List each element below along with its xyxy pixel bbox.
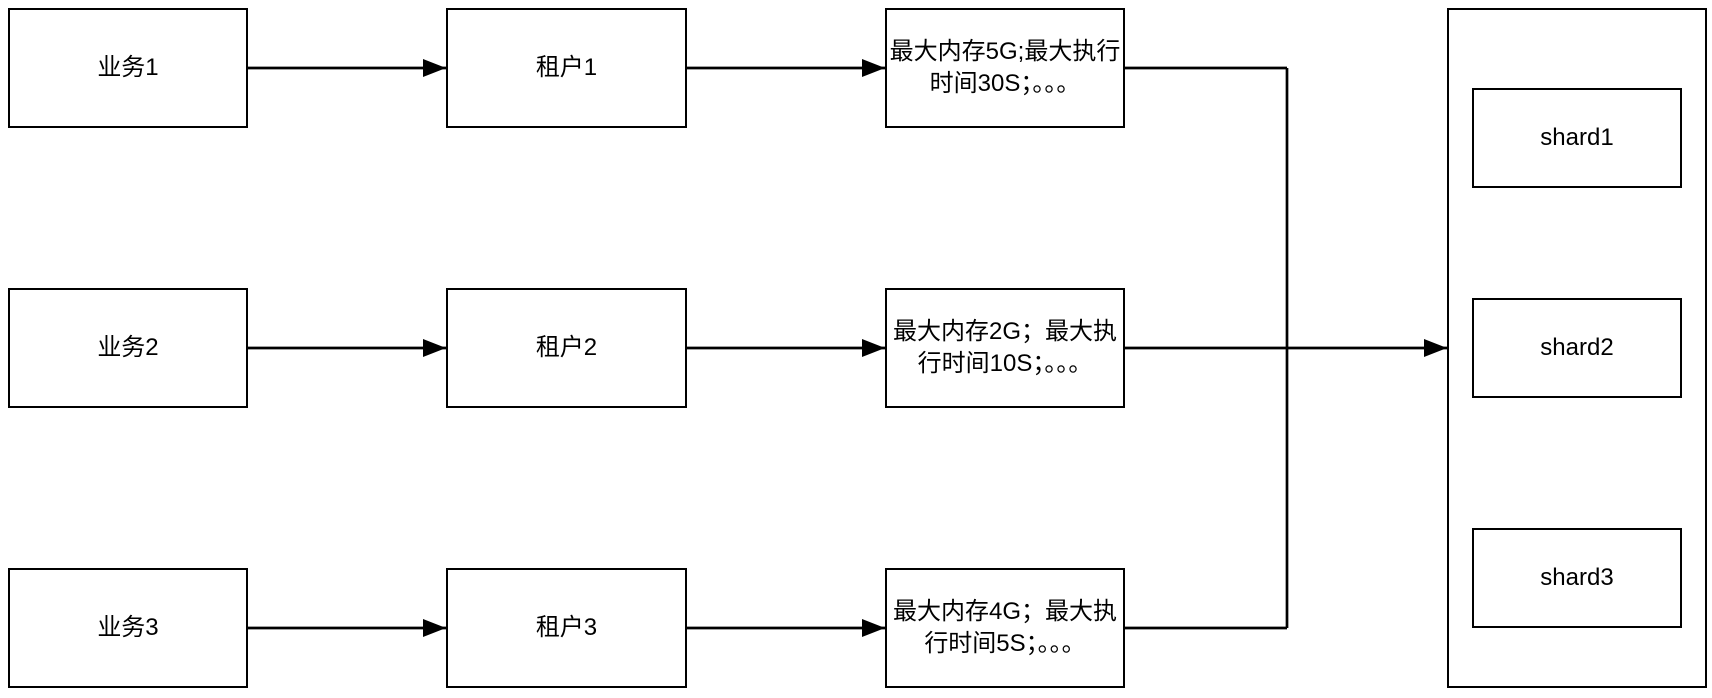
- node-label: 最大内存4G；最大执 行时间5S；。。。: [892, 598, 1117, 657]
- node-business-2: 业务2: [8, 288, 248, 408]
- node-quota-1: 最大内存5G;最大执行 时间30S；。。。: [885, 8, 1125, 128]
- node-tenant-3: 租户3: [446, 568, 687, 688]
- node-label: 最大内存5G;最大执行 时间30S；。。。: [889, 38, 1121, 97]
- node-business-3: 业务3: [8, 568, 248, 688]
- node-business-1: 业务1: [8, 8, 248, 128]
- node-quota-2: 最大内存2G；最大执 行时间10S；。。。: [885, 288, 1125, 408]
- node-label: shard1: [1540, 124, 1614, 151]
- node-tenant-2: 租户2: [446, 288, 687, 408]
- node-label: 租户3: [535, 614, 598, 641]
- node-label: 业务1: [97, 54, 159, 81]
- node-label: 业务3: [97, 614, 159, 641]
- node-label: shard3: [1540, 564, 1614, 591]
- node-quota-3: 最大内存4G；最大执 行时间5S；。。。: [885, 568, 1125, 688]
- node-label: 最大内存2G；最大执 行时间10S；。。。: [892, 318, 1117, 377]
- node-label: shard2: [1540, 334, 1614, 361]
- node-tenant-1: 租户1: [446, 8, 687, 128]
- node-label: 租户2: [535, 334, 598, 361]
- node-label: 租户1: [535, 54, 598, 81]
- node-shard-2: shard2: [1472, 298, 1682, 398]
- node-shard-3: shard3: [1472, 528, 1682, 628]
- node-label: 业务2: [97, 334, 159, 361]
- node-shard-1: shard1: [1472, 88, 1682, 188]
